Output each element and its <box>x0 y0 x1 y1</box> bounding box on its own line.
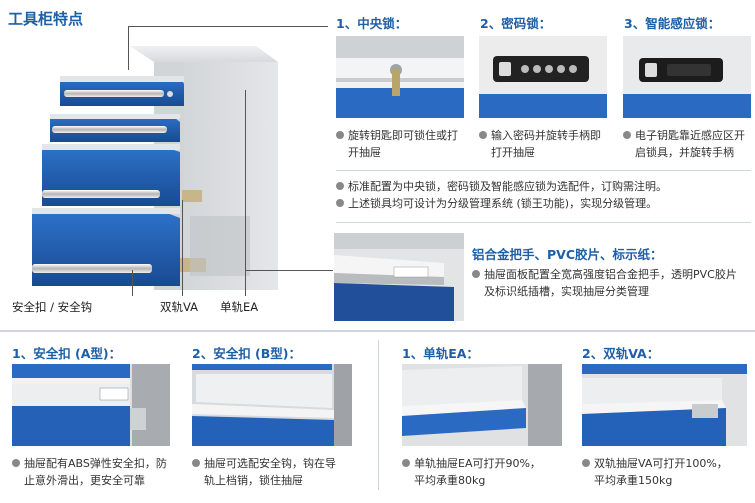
bottom-2-photo <box>192 364 352 446</box>
cabinet-illustration <box>20 40 280 300</box>
bottom-4-desc: 双轨抽屉VA可打开100%， 平均承重150kg <box>582 455 754 489</box>
bottom-3-desc-line1: 单轨抽屉EA可打开90%， <box>414 457 541 470</box>
lock-2-photo <box>479 36 607 118</box>
bottom-2-title: 2、安全扣 (B型)： <box>192 346 302 361</box>
lock-1-title: 1、中央锁： <box>336 16 408 31</box>
bottom-divider <box>0 330 755 332</box>
bottom-1-photo <box>12 364 170 446</box>
notes-divider-bottom <box>336 222 751 223</box>
handle-desc: 抽屉面板配置全宽高强度铝合金把手，透明PVC胶片 及标识纸插槽，实现抽屉分类管理 <box>472 266 754 300</box>
bottom-3-desc: 单轨抽屉EA可打开90%， 平均承重80kg <box>402 455 577 489</box>
bottom-1-title: 1、安全扣 (A型)： <box>12 346 122 361</box>
bottom-2-desc: 抽屉可选配安全钩，钩在导 轨上档销，锁住抽屉 <box>192 455 372 489</box>
bottom-1-desc: 抽屉配有ABS弹性安全扣，防 止意外滑出，更安全可靠 <box>12 455 187 489</box>
label-safety-latch: 安全扣 / 安全钩 <box>12 300 93 314</box>
bullet-icon <box>192 459 200 467</box>
bottom-vertical-divider <box>378 340 379 490</box>
leader-line-ea <box>245 90 246 296</box>
bullet-icon <box>472 270 480 278</box>
lock-2-title: 2、密码锁： <box>480 16 552 31</box>
cabinet-drawing <box>32 46 278 290</box>
notes-divider-top <box>336 170 751 171</box>
bottom-4-desc-line2: 平均承重150kg <box>594 474 673 487</box>
lock-1-desc-line1: 旋转钥匙即可锁住或打 <box>348 129 458 142</box>
lock-3-desc: 电子钥匙靠近感应区开 启锁具，并旋转手柄 <box>623 127 755 161</box>
bullet-icon <box>582 459 590 467</box>
bullet-icon <box>336 199 344 207</box>
bottom-4-desc-line1: 双轨抽屉VA可打开100%， <box>594 457 728 470</box>
lock-1-desc: 旋转钥匙即可锁住或打 开抽屉 <box>336 127 471 161</box>
leader-line-va <box>182 200 183 296</box>
bullet-icon <box>336 131 344 139</box>
notes-list: 标准配置为中央锁，密码锁及智能感应锁为选配件，订购需注明。 上述锁具均可设计为分… <box>336 178 751 212</box>
bottom-4-title: 2、双轨VA： <box>582 346 660 361</box>
bullet-icon <box>336 182 344 190</box>
lock-3-desc-line1: 电子钥匙靠近感应区开 <box>635 129 745 142</box>
leader-line-top <box>128 26 129 70</box>
lock-3-desc-line2: 启锁具，并旋转手柄 <box>635 146 734 159</box>
lock-3-title: 3、智能感应锁： <box>624 16 721 31</box>
bullet-icon <box>479 131 487 139</box>
leader-line-top-h <box>128 26 328 27</box>
lock-2-desc: 输入密码并旋转手柄即 打开抽屉 <box>479 127 619 161</box>
bottom-1-desc-line2: 止意外滑出，更安全可靠 <box>24 474 145 487</box>
label-rail-va: 双轨VA <box>160 300 198 314</box>
handle-photo <box>334 233 464 321</box>
bullet-icon <box>12 459 20 467</box>
bullet-icon <box>623 131 631 139</box>
lock-2-desc-line2: 打开抽屉 <box>491 146 535 159</box>
bottom-2-desc-line1: 抽屉可选配安全钩，钩在导 <box>204 457 336 470</box>
lock-3-photo <box>623 36 751 118</box>
lock-1-photo <box>336 36 464 118</box>
label-rail-ea: 单轨EA <box>220 300 259 314</box>
handle-desc-line1: 抽屉面板配置全宽高强度铝合金把手，透明PVC胶片 <box>484 268 737 281</box>
lock-1-desc-line2: 开抽屉 <box>348 146 381 159</box>
bottom-3-desc-line2: 平均承重80kg <box>414 474 486 487</box>
leader-line-handle <box>245 270 333 271</box>
bullet-icon <box>402 459 410 467</box>
note-item: 上述锁具均可设计为分级管理系统 (锁王功能)，实现分级管理。 <box>336 195 751 212</box>
handle-title: 铝合金把手、PVC胶片、标示纸： <box>472 247 663 262</box>
bottom-1-desc-line1: 抽屉配有ABS弹性安全扣，防 <box>24 457 167 470</box>
bottom-2-desc-line2: 轨上档销，锁住抽屉 <box>204 474 303 487</box>
leader-line-latch <box>132 270 133 296</box>
page-title: 工具柜特点 <box>8 10 84 28</box>
note-item: 标准配置为中央锁，密码锁及智能感应锁为选配件，订购需注明。 <box>336 178 751 195</box>
lock-2-desc-line1: 输入密码并旋转手柄即 <box>491 129 601 142</box>
bottom-3-photo <box>402 364 562 446</box>
bottom-4-photo <box>582 364 747 446</box>
bottom-3-title: 1、单轨EA： <box>402 346 479 361</box>
handle-desc-line2: 及标识纸插槽，实现抽屉分类管理 <box>484 285 649 298</box>
